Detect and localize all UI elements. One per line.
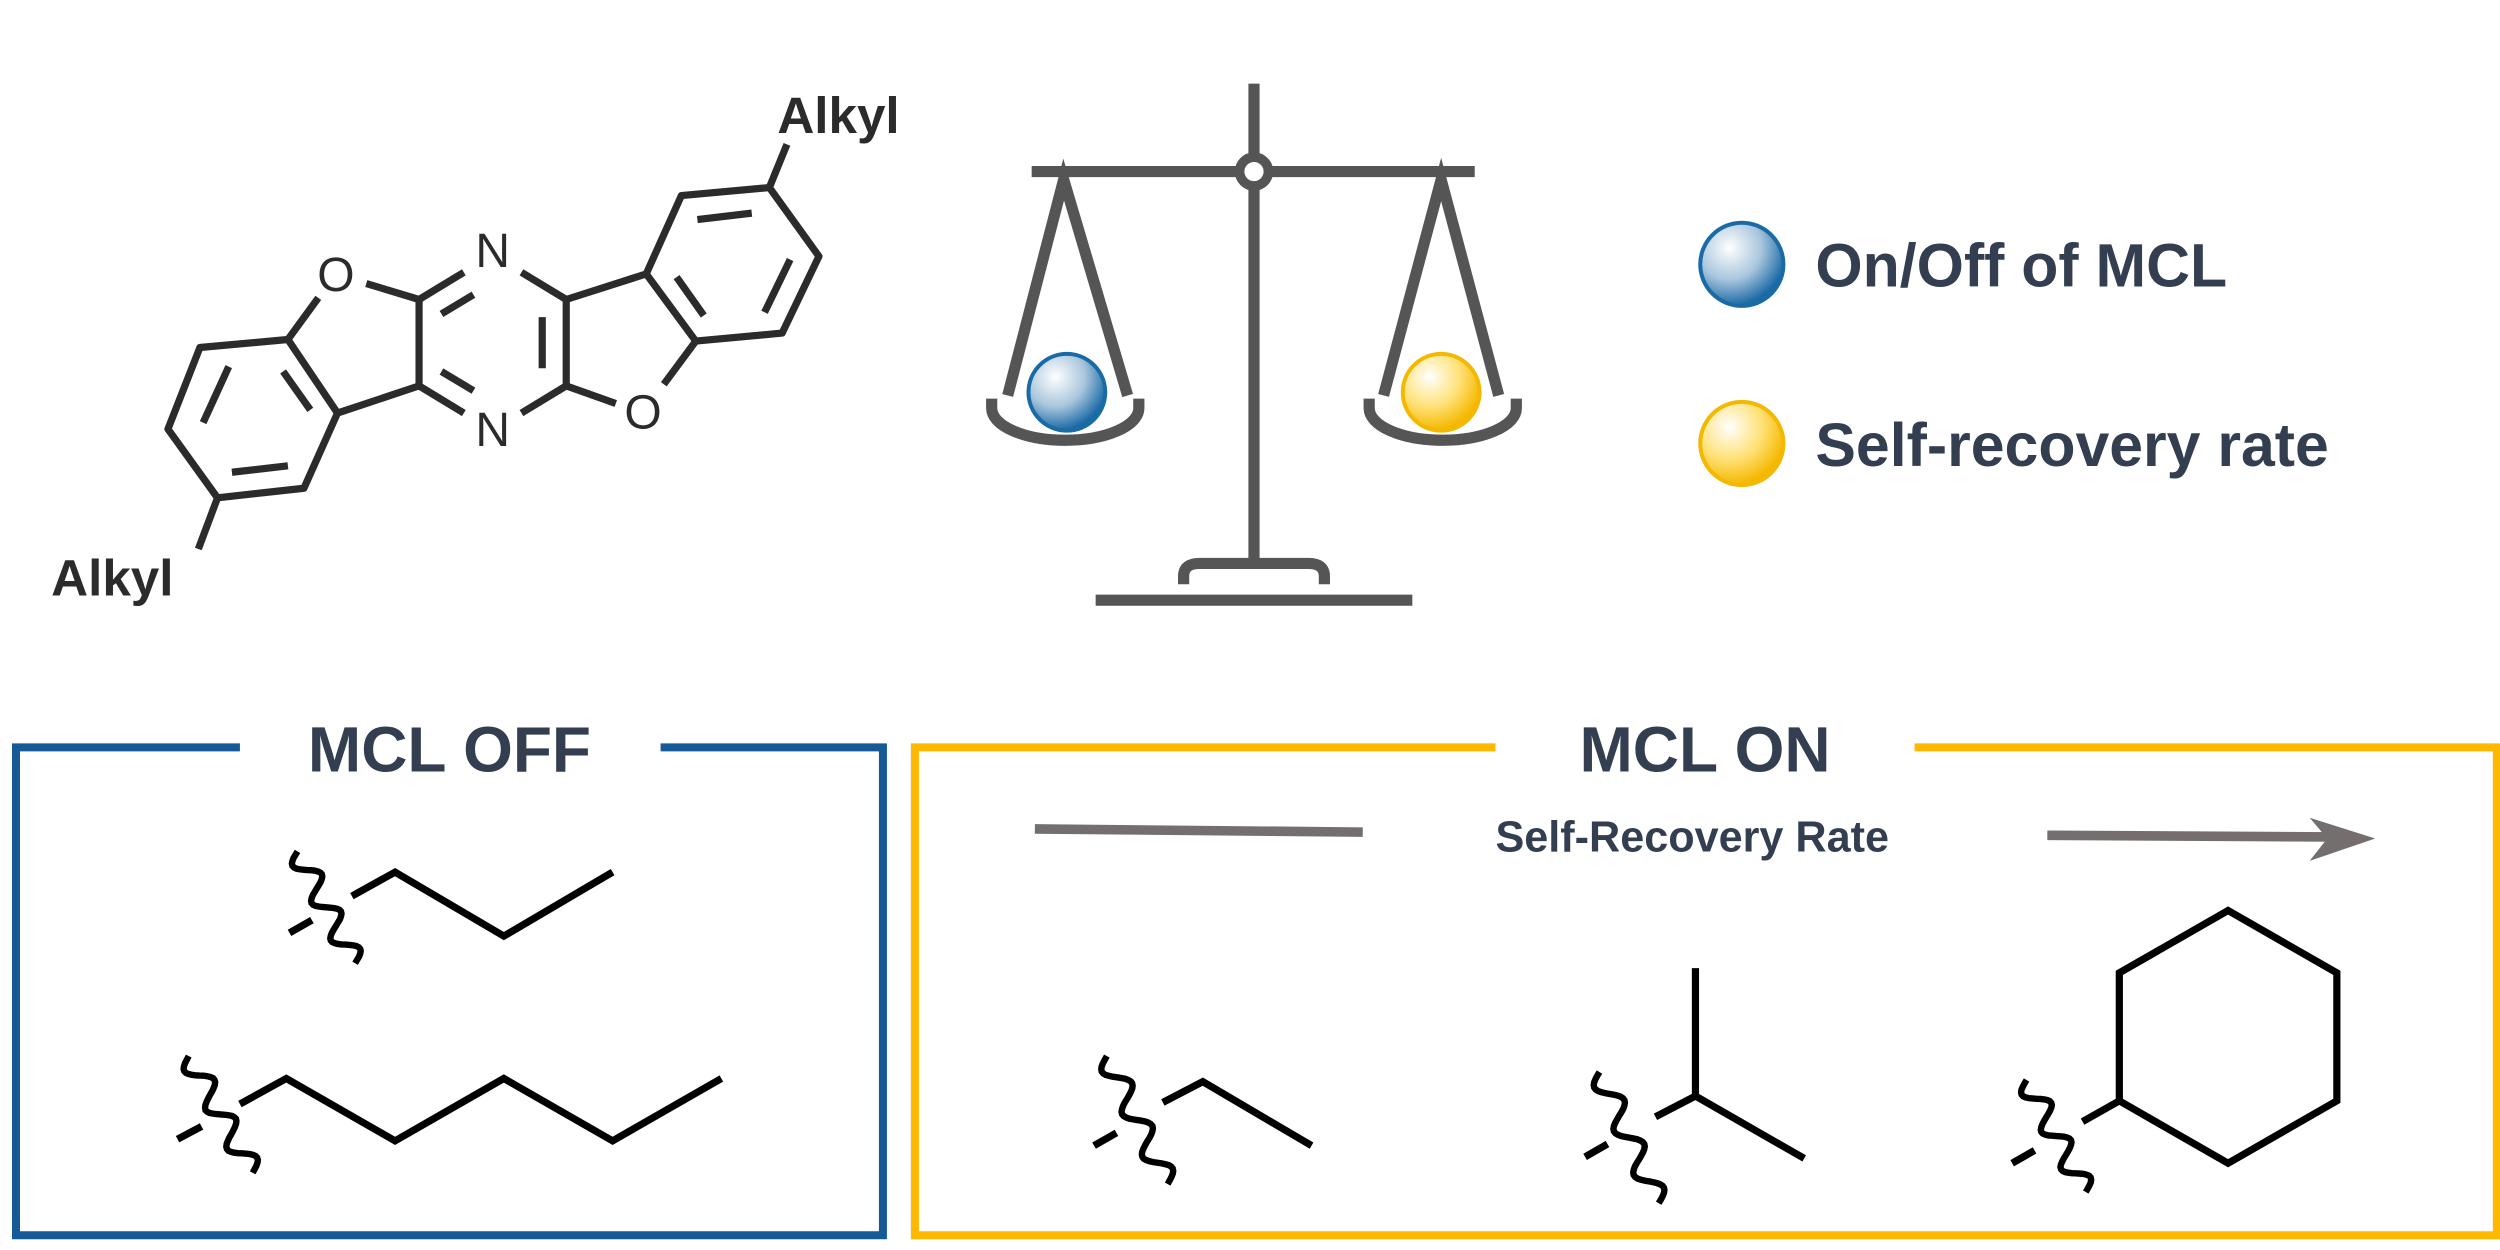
gold-ball-icon bbox=[1400, 351, 1482, 433]
rate-line-left bbox=[1034, 824, 1363, 837]
legend-gold-ball-icon bbox=[1698, 399, 1786, 488]
alkyl-label-bottom: Alkyl bbox=[51, 549, 173, 606]
bond-stub bbox=[175, 1123, 204, 1143]
atom-oxygen: O bbox=[317, 249, 354, 302]
legend-label-on-off: On/Off of MCL bbox=[1815, 232, 2227, 300]
panel-title-on: MCL ON bbox=[1579, 713, 1830, 785]
bond-stub bbox=[1583, 1140, 1610, 1160]
ethyl-chain bbox=[1161, 1077, 1314, 1149]
arrow-right-icon bbox=[2047, 817, 2376, 861]
attachment-wavy-bonds bbox=[175, 849, 2095, 1205]
atom-oxygen: O bbox=[624, 387, 661, 440]
isopropyl-chain bbox=[1653, 968, 1700, 1121]
self-recovery-rate-label: Self-Recovery Rate bbox=[1495, 813, 1889, 861]
panel-mcl-on: MCL ON Self-Recovery Rate bbox=[910, 713, 2500, 1240]
legend-label-self-recovery: Self-recovery rate bbox=[1815, 411, 2328, 479]
panel-mcl-off: MCL OFF bbox=[11, 713, 887, 1240]
panel-title-off: MCL OFF bbox=[308, 713, 591, 785]
blue-ball-icon bbox=[1026, 351, 1108, 433]
wavy-bond-icon bbox=[1590, 1070, 1668, 1205]
atom-nitrogen: N bbox=[475, 404, 510, 457]
cyclohexyl-ring bbox=[2115, 906, 2341, 1168]
bond-stub bbox=[2010, 1147, 2037, 1167]
legend: On/Off of MCL Self-recovery rate bbox=[1698, 220, 2329, 488]
wavy-bond-icon bbox=[1097, 1054, 1177, 1186]
wavy-bond-icon bbox=[2017, 1078, 2095, 1194]
bond-stub bbox=[1092, 1129, 1119, 1149]
balance-scale-icon bbox=[986, 83, 1522, 606]
alkyl-label-top: Alkyl bbox=[777, 87, 899, 144]
pentyl-chain bbox=[238, 1074, 724, 1145]
wavy-bond-icon bbox=[180, 1054, 262, 1175]
legend-blue-ball-icon bbox=[1698, 220, 1786, 308]
wavy-bond-icon bbox=[288, 849, 364, 965]
molecule-structure: O N N O Alkyl Alkyl bbox=[51, 87, 899, 606]
bond-stub bbox=[287, 916, 314, 937]
molecule-bonds bbox=[164, 142, 823, 551]
propyl-chain bbox=[350, 867, 615, 941]
atom-nitrogen: N bbox=[475, 225, 510, 278]
